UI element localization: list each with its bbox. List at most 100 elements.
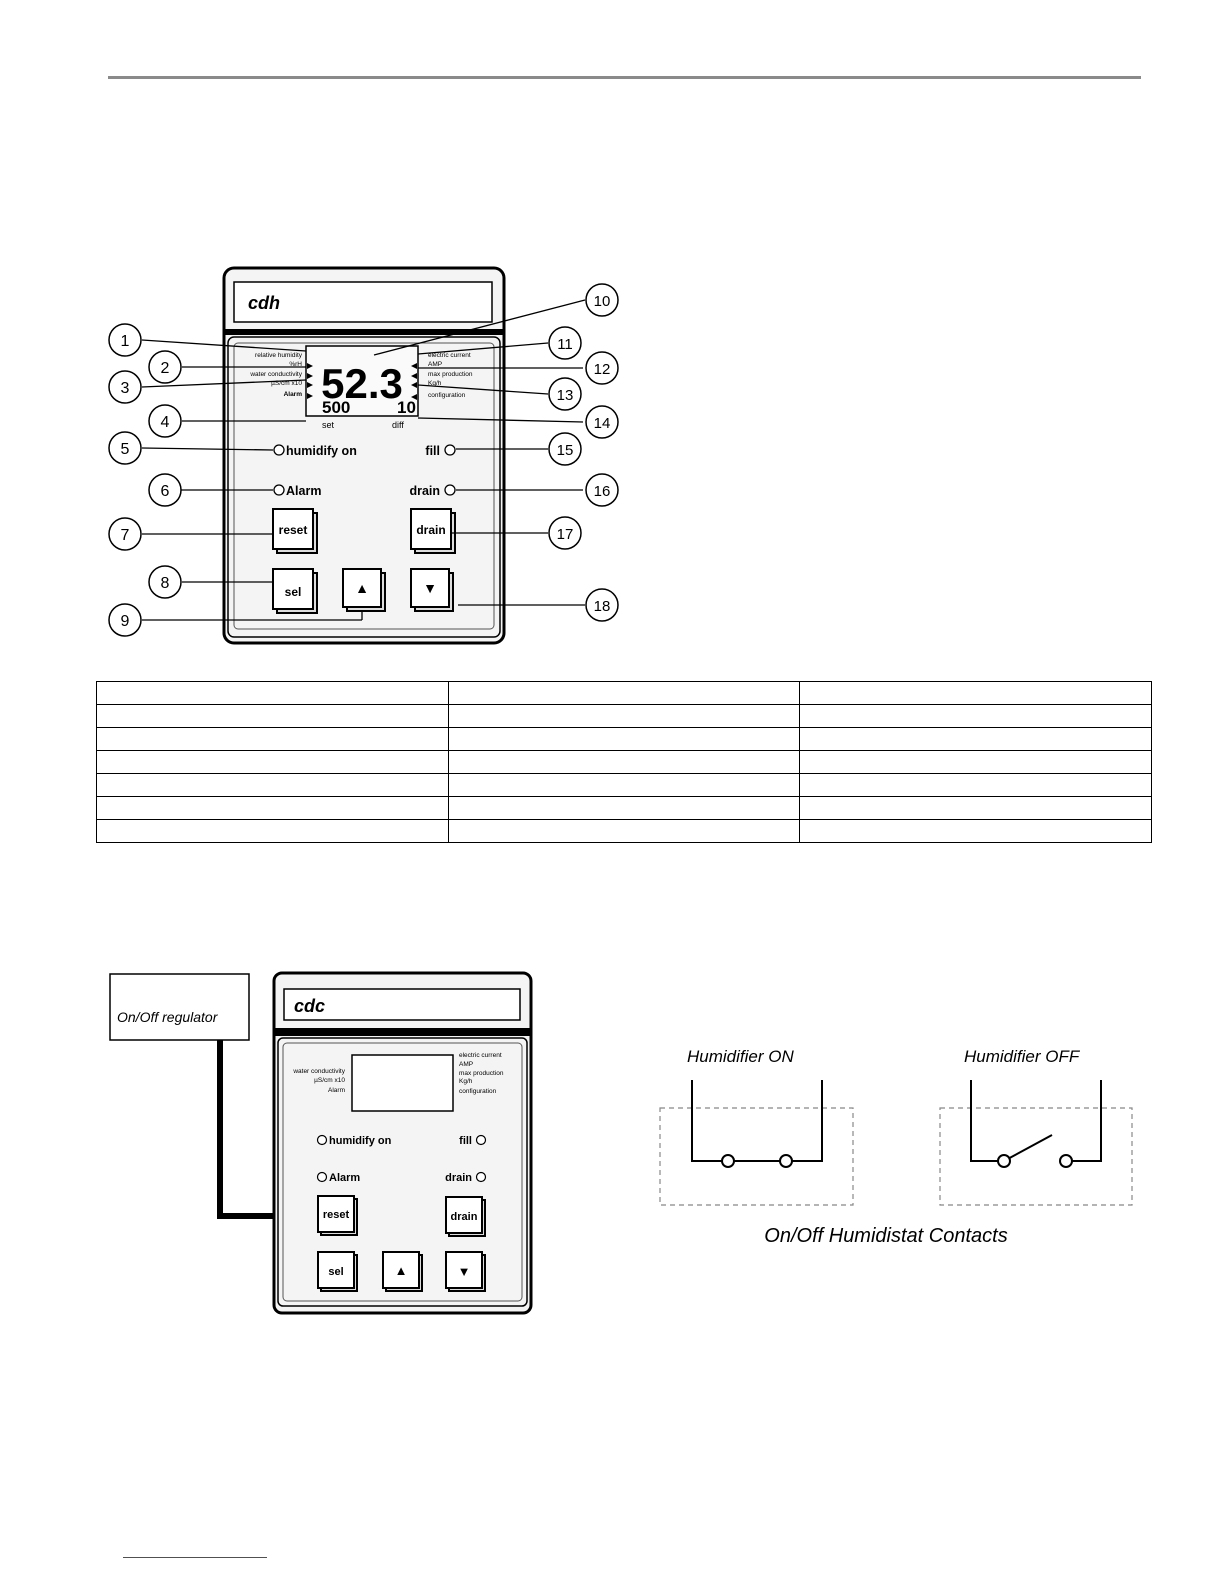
callout-8: 8 — [148, 565, 182, 599]
regulator-wire — [217, 1040, 274, 1219]
p2-reset-button[interactable]: reset — [317, 1195, 358, 1236]
table-row — [96, 819, 1152, 843]
up-button[interactable]: ▲ — [342, 568, 386, 612]
lbl-electric-current: electric current — [428, 352, 471, 359]
cdh-panel-diagram: cdh 52.3 500 10 set diff relative humidi… — [108, 266, 619, 645]
svg-text:16: 16 — [594, 483, 611, 500]
p2-drain-button[interactable]: drain — [445, 1196, 486, 1237]
down-button[interactable]: ▼ — [410, 568, 454, 612]
p2-lbl-amp: AMP — [459, 1061, 473, 1068]
svg-text:12: 12 — [594, 361, 611, 378]
p2-fill-label: fill — [459, 1135, 472, 1147]
reset-button[interactable]: reset — [272, 508, 318, 554]
table-row — [96, 727, 1152, 751]
svg-text:reset: reset — [323, 1209, 350, 1221]
svg-text:13: 13 — [557, 387, 574, 404]
p2-drain-led-label: drain — [445, 1172, 472, 1184]
svg-text:drain: drain — [416, 523, 445, 537]
p2-sel-button[interactable]: sel — [317, 1251, 358, 1292]
humidify-on-label: humidify on — [286, 444, 357, 458]
footnote-separator — [123, 1557, 267, 1558]
svg-text:sel: sel — [285, 585, 302, 599]
p2-lbl-conductivity-unit: µS/cm x10 — [314, 1077, 345, 1084]
p2-lbl-alarm-indicator: Alarm — [328, 1087, 345, 1094]
svg-text:18: 18 — [594, 598, 611, 615]
lbl-rh-unit: %rH — [289, 361, 302, 368]
lbl-relative-humidity: relative humidity — [255, 352, 303, 359]
table-cell — [96, 773, 449, 797]
drain-led-icon — [444, 484, 456, 496]
table-cell — [96, 750, 449, 774]
regulator-box — [109, 973, 250, 1041]
callout-15: 15 — [548, 432, 582, 466]
table-cell — [447, 750, 801, 774]
table-cell — [447, 681, 801, 705]
callout-10: 10 — [585, 283, 619, 317]
table-row — [96, 773, 1152, 797]
table-cell — [447, 727, 801, 751]
lbl-configuration: configuration — [428, 392, 466, 399]
drain-button[interactable]: drain — [410, 508, 456, 554]
open-contact-icon — [970, 1080, 1102, 1168]
p2-up-button[interactable]: ▲ — [382, 1251, 423, 1292]
table-cell — [447, 773, 801, 797]
callout-2: 2 — [148, 350, 182, 384]
contacts-caption: On/Off Humidistat Contacts — [764, 1225, 1007, 1247]
callout-16: 16 — [585, 473, 619, 507]
lcd-diff-label: diff — [392, 420, 404, 430]
fill-label: fill — [425, 444, 440, 458]
table-row — [96, 796, 1152, 820]
table-cell — [96, 819, 449, 843]
table-cell — [799, 796, 1152, 820]
p2-down-button[interactable]: ▼ — [445, 1251, 486, 1292]
svg-text:6: 6 — [161, 483, 170, 500]
closed-contact-icon — [691, 1080, 823, 1168]
humidifier-off-label: Humidifier OFF — [964, 1047, 1081, 1066]
humidistat-contacts-diagram: Humidifier ON Humidifier OFF On/Off Humi… — [659, 1047, 1133, 1247]
off-contact-box — [939, 1107, 1133, 1206]
table-cell — [799, 704, 1152, 728]
down-arrow-icon: ▼ — [423, 580, 437, 596]
svg-text:14: 14 — [594, 415, 611, 432]
regulator-label: On/Off regulator — [117, 1009, 219, 1025]
p2-lbl-max-production: max production — [459, 1070, 504, 1077]
p2-lbl-kgh: Kg/h — [459, 1078, 473, 1085]
table-cell — [96, 704, 449, 728]
legend-table — [96, 681, 1152, 843]
drain-led-label: drain — [409, 484, 440, 498]
lcd-diff-value: 10 — [397, 398, 416, 417]
callout-14: 14 — [585, 405, 619, 439]
svg-text:3: 3 — [121, 380, 130, 397]
p2-down-arrow-icon: ▼ — [458, 1264, 471, 1279]
table-row — [96, 750, 1152, 774]
svg-text:2: 2 — [161, 360, 170, 377]
callout-13: 13 — [548, 377, 582, 411]
panel2-title: cdc — [294, 996, 325, 1016]
table-cell — [96, 727, 449, 751]
svg-text:8: 8 — [161, 575, 170, 592]
p2-alarm-led-icon — [316, 1171, 328, 1183]
svg-text:drain: drain — [451, 1211, 478, 1223]
callout-6: 6 — [148, 473, 182, 507]
p2-up-arrow-icon: ▲ — [395, 1263, 408, 1278]
lcd-set-value: 500 — [322, 398, 350, 417]
table-cell — [447, 819, 801, 843]
table-cell — [447, 704, 801, 728]
panel1-title: cdh — [248, 293, 280, 313]
alarm-label: Alarm — [286, 484, 321, 498]
table-row — [96, 704, 1152, 728]
callout-markers: 1 2 3 4 5 6 7 8 9 10 11 12 13 14 15 16 1… — [108, 283, 619, 637]
table-row — [96, 681, 1152, 705]
lbl-amp: AMP — [428, 361, 442, 368]
callout-5: 5 — [108, 431, 142, 465]
alarm-led-icon — [273, 484, 285, 496]
humidifier-on-label: Humidifier ON — [687, 1047, 794, 1066]
svg-text:17: 17 — [557, 526, 574, 543]
svg-text:reset: reset — [279, 523, 308, 537]
svg-text:15: 15 — [557, 442, 574, 459]
p2-lbl-configuration: configuration — [459, 1088, 497, 1095]
callout-11: 11 — [548, 326, 582, 360]
callout-3: 3 — [108, 370, 142, 404]
sel-button[interactable]: sel — [272, 568, 318, 614]
table-cell — [799, 681, 1152, 705]
